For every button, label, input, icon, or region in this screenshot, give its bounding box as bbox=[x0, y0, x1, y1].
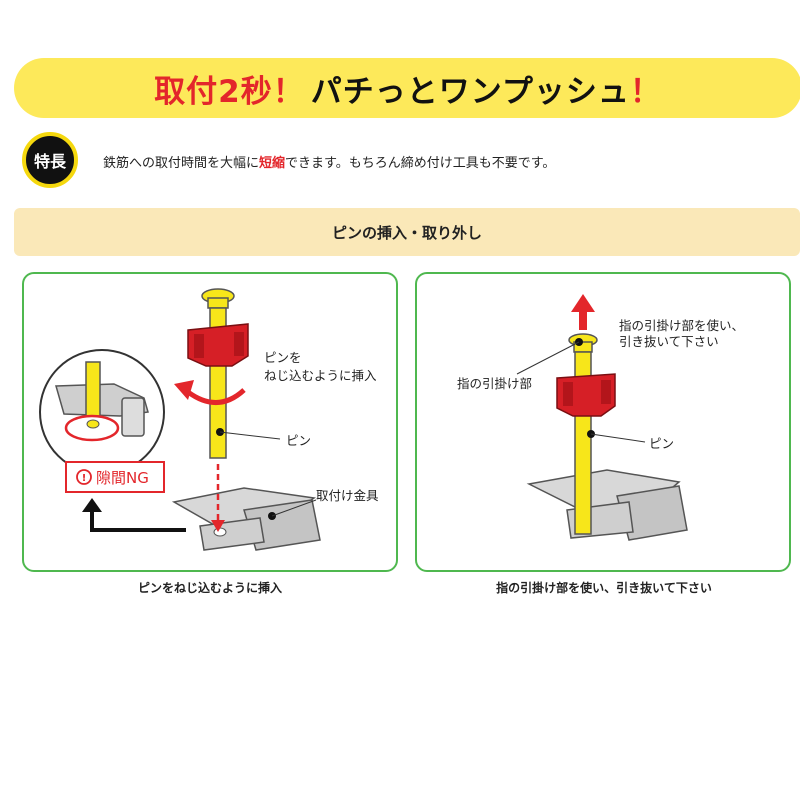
zoom-detail bbox=[39, 349, 165, 475]
remove-arrow bbox=[579, 310, 587, 330]
mounting-bracket bbox=[171, 487, 321, 551]
feature-text-before: 鉄筋への取付時間を大幅に bbox=[103, 156, 260, 171]
headline-rest: パチっとワンプッシュ bbox=[310, 73, 630, 110]
warning-text: 隙間NG bbox=[96, 469, 149, 487]
label-insert-line2: ねじ込むように挿入 bbox=[264, 368, 377, 383]
caption-remove: 指の引掛け部を使い、引き抜いて下さい bbox=[496, 581, 712, 595]
label-remove-line1: 指の引掛け部を使い、 bbox=[619, 318, 744, 333]
feature-text-highlight: 短縮 bbox=[259, 156, 286, 171]
panel-insert: ! 隙間NG bbox=[22, 272, 398, 572]
feature-text-after: できます。もちろん締め付け工具も不要です。 bbox=[285, 156, 556, 171]
rotate-arrow bbox=[186, 388, 246, 405]
mounting-bracket bbox=[526, 469, 688, 541]
remove-illustration: 指の引掛け部 ピン 指の引掛け部を使い、 引き抜いて下さい bbox=[457, 294, 744, 541]
caption-insert: ピンをねじ込むように挿入 bbox=[137, 581, 282, 595]
label-grip: 指の引掛け部 bbox=[457, 376, 532, 391]
red-clip bbox=[556, 373, 616, 417]
warning-icon bbox=[76, 469, 92, 485]
label-remove-line2: 引き抜いて下さい bbox=[619, 334, 719, 349]
headline-highlight: 取付2秒 bbox=[154, 73, 273, 110]
headline-exclaim-2: ！ bbox=[629, 73, 662, 110]
label-pin: ピン bbox=[286, 433, 311, 448]
insert-illustration: ! 隙間NG bbox=[39, 288, 379, 551]
label-bracket: 取付け金具 bbox=[316, 488, 379, 503]
headline-banner: 取付2秒！パチっとワンプッシュ！ bbox=[14, 58, 800, 118]
label-insert-line1: ピンを bbox=[264, 350, 302, 365]
label-pin: ピン bbox=[649, 436, 674, 451]
feature-description: 鉄筋への取付時間を大幅に短縮できます。もちろん締め付け工具も不要です。 bbox=[103, 152, 555, 171]
feature-badge: 特長 bbox=[22, 132, 78, 188]
svg-text:!: ! bbox=[82, 473, 87, 484]
panel-remove: 指の引掛け部 ピン 指の引掛け部を使い、 引き抜いて下さい bbox=[415, 272, 791, 572]
gap-warning-badge: ! 隙間NG bbox=[65, 461, 165, 493]
pointer-arrow bbox=[82, 498, 186, 532]
red-clip bbox=[187, 323, 249, 367]
section-title: ピンの挿入・取り外し bbox=[14, 208, 800, 256]
headline-exclaim-1: ！ bbox=[272, 73, 305, 110]
